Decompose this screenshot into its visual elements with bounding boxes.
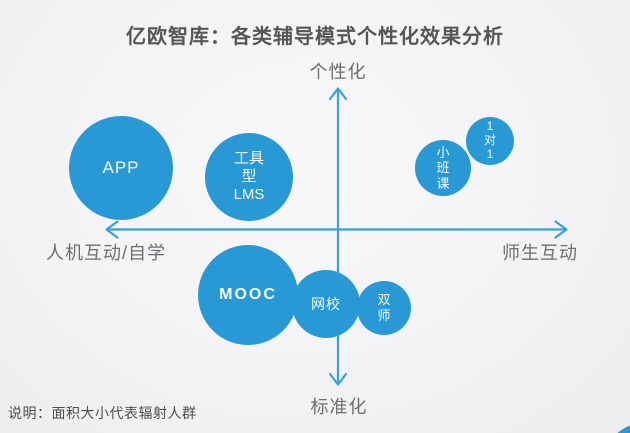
horizontal-axis-line bbox=[105, 220, 568, 239]
bubble-dual-teacher: 双 师 bbox=[357, 281, 411, 335]
chart-title: 亿欧智库：各类辅导模式个性化效果分析 bbox=[126, 26, 504, 48]
axis-label-self-study: 人机互动/自学 bbox=[46, 243, 167, 263]
vertical-axis-line bbox=[328, 87, 348, 386]
right-arrow-icon bbox=[554, 220, 568, 239]
axis-label-standardization: 标准化 bbox=[310, 397, 368, 417]
bubble-small-class: 小 班 课 bbox=[415, 140, 471, 196]
bubble-app: APP bbox=[69, 116, 173, 220]
bubble-dual-teacher-label: 双 师 bbox=[377, 291, 391, 323]
bubble-app-label: APP bbox=[102, 158, 140, 177]
bubble-online-school: 网校 bbox=[292, 270, 360, 338]
bubble-mooc: MOOC bbox=[198, 245, 298, 345]
bubble-online-school-label: 网校 bbox=[311, 296, 341, 312]
bubble-small-class-label: 小 班 课 bbox=[436, 144, 450, 191]
bubble-tool-lms: 工具 型 LMS bbox=[205, 133, 293, 221]
axis-label-teacher-student: 师生互动 bbox=[502, 243, 578, 263]
up-arrow-icon bbox=[328, 87, 348, 101]
bubble-one-on-one: 1 对 1 bbox=[466, 117, 514, 165]
bubble-mooc-label: MOOC bbox=[219, 286, 277, 303]
footnote: 说明：面积大小代表辐射人群 bbox=[8, 405, 197, 421]
bubble-one-on-one-label: 1 对 1 bbox=[483, 119, 496, 161]
down-arrow-icon bbox=[328, 372, 348, 386]
axis-label-personalization: 个性化 bbox=[309, 62, 367, 82]
left-arrow-icon bbox=[105, 220, 119, 239]
bubble-tool-lms-label: 工具 型 LMS bbox=[233, 150, 265, 203]
